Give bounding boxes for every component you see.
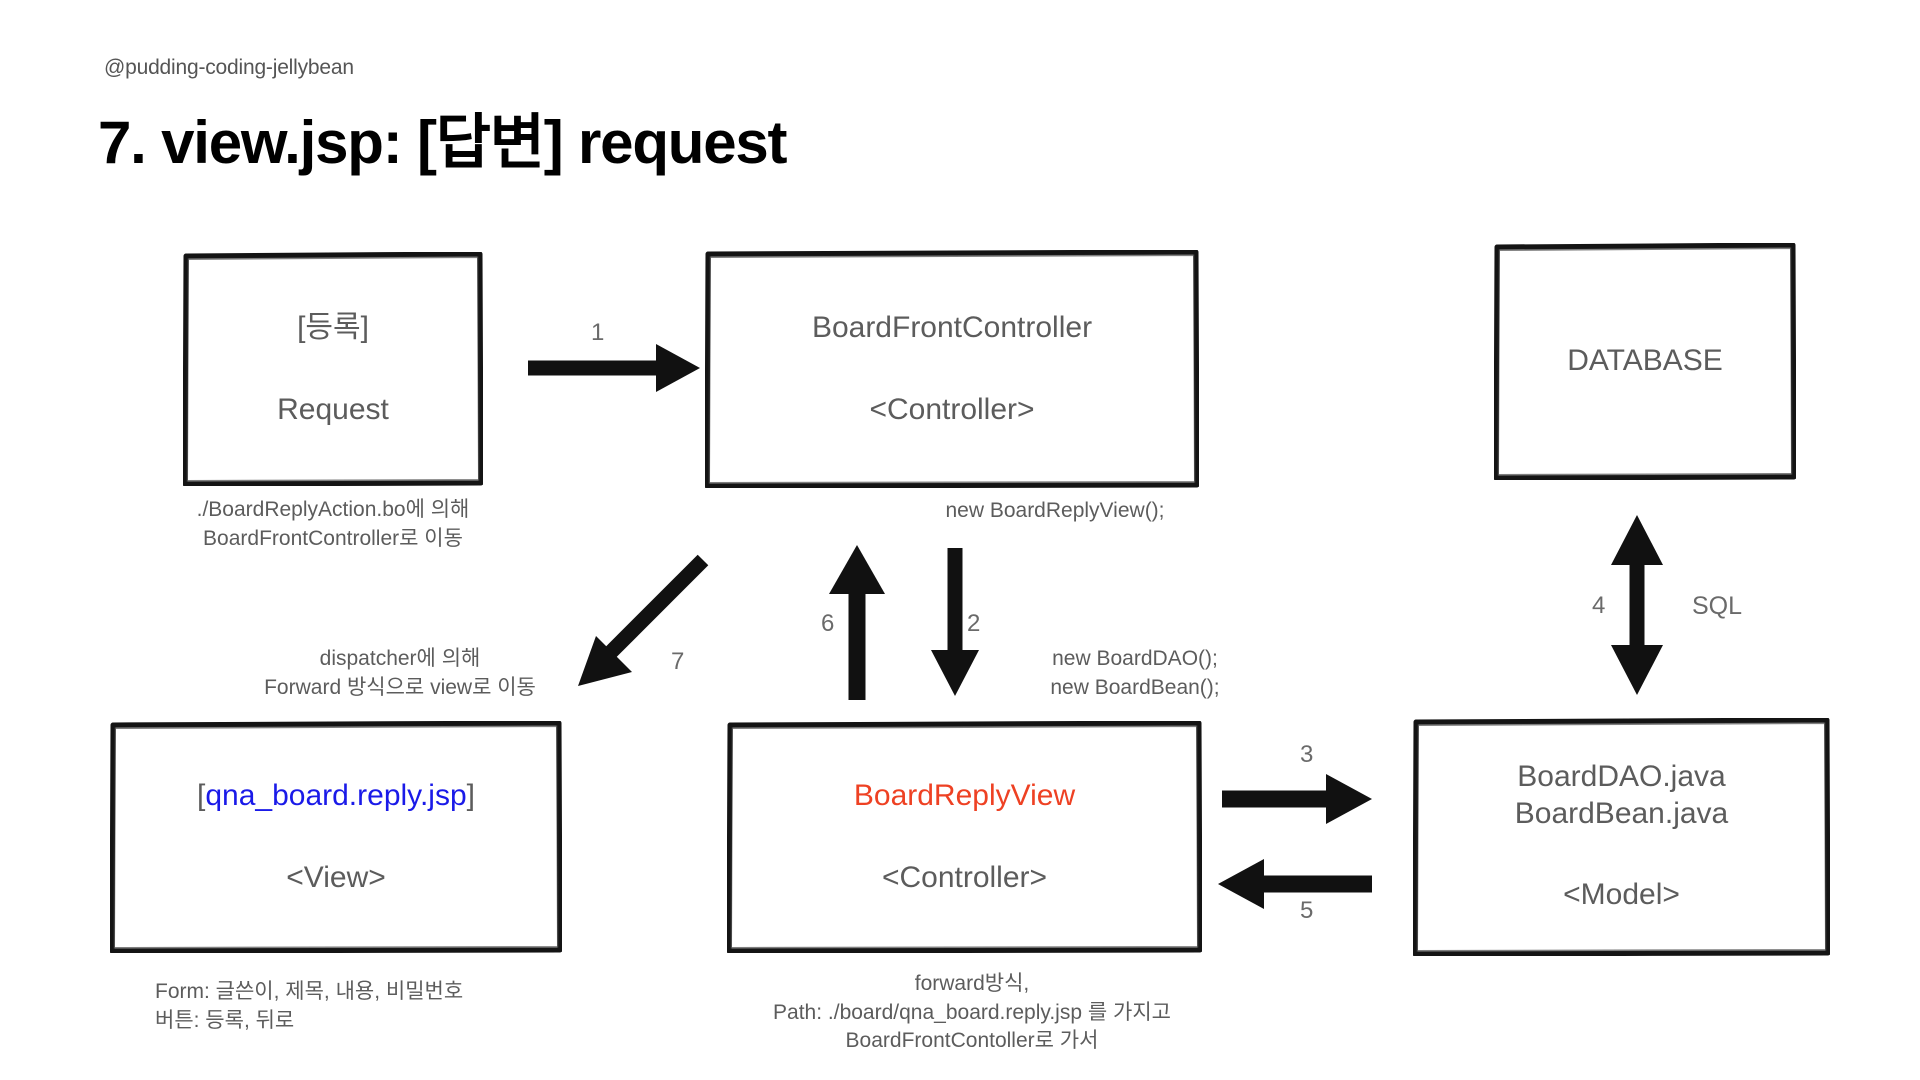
box-database[interactable]: DATABASE (1494, 243, 1796, 480)
box-front-controller-line1: BoardFrontController (811, 310, 1093, 344)
caption-new-reply-view: new BoardReplyView(); (945, 499, 1165, 522)
caption-forward-note: forward방식, Path: ./board/qna_board.reply… (773, 972, 1171, 1053)
box-request-text: [등록] Request (183, 309, 483, 430)
arrow-label-1: 1 (591, 319, 605, 346)
box-view-text: [qna_board.reply.jsp] <View> (110, 777, 562, 898)
caption-dispatcher-note: dispatcher에 의해 Forward 방식으로 view로 이동 (264, 647, 536, 699)
box-reply-view-text: BoardReplyView <Controller> (727, 777, 1202, 898)
view-file-name: qna_board.reply.jsp (205, 778, 467, 812)
box-model-line2: BoardBean.java (1514, 796, 1729, 830)
caption-new-dao-bean: new BoardDAO(); new BoardBean(); (1050, 647, 1220, 699)
box-model-text: BoardDAO.java BoardBean.java <Model> (1413, 759, 1830, 915)
box-reply-view[interactable]: BoardReplyView <Controller> (727, 721, 1202, 953)
box-reply-view-line2: <Controller> (881, 861, 1048, 894)
box-view[interactable]: [qna_board.reply.jsp] <View> (110, 721, 562, 953)
arrow-7 (578, 554, 709, 686)
arrow-1 (528, 344, 700, 392)
box-front-controller[interactable]: BoardFrontController <Controller> (705, 250, 1199, 488)
box-front-controller-line2: <Controller> (869, 393, 1035, 426)
box-view-line1: [qna_board.reply.jsp] (110, 777, 562, 815)
caption-form-note: Form: 글쓴이, 제목, 내용, 비밀번호 버튼: 등록, 뒤로 (155, 980, 464, 1032)
arrow-label-2: 2 (967, 610, 981, 637)
box-request-line2: Request (277, 393, 389, 426)
arrow-label-7: 7 (671, 648, 685, 675)
box-model-line1: BoardDAO.java (1517, 760, 1726, 794)
bracket-close: ] (466, 778, 475, 812)
arrow-label-sql: SQL (1692, 592, 1743, 620)
arrow-label-3: 3 (1300, 741, 1314, 768)
arrow-label-5: 5 (1300, 897, 1314, 924)
arrow-2 (931, 548, 979, 696)
caption-request-note: ./BoardReplyAction.bo에 의해 BoardFrontCont… (196, 498, 470, 550)
box-reply-view-line1: BoardReplyView (853, 778, 1076, 812)
author-handle: @pudding-coding-jellybean (104, 56, 354, 79)
box-front-controller-text: BoardFrontController <Controller> (705, 309, 1199, 430)
box-model-line3: <Model> (1563, 878, 1680, 912)
box-database-line1: DATABASE (1567, 344, 1723, 378)
box-request-line1: [등록] (297, 310, 369, 344)
arrow-6 (829, 545, 885, 700)
box-database-text: DATABASE (1494, 342, 1796, 380)
arrow-5 (1218, 859, 1372, 909)
arrow-3 (1222, 774, 1372, 824)
arrow-label-4: 4 (1592, 592, 1606, 619)
box-request[interactable]: [등록] Request (183, 252, 483, 486)
arrow-4 (1611, 515, 1663, 695)
box-view-line2: <View> (286, 861, 386, 894)
page-title: 7. view.jsp: [답변] request (98, 109, 788, 176)
box-model[interactable]: BoardDAO.java BoardBean.java <Model> (1413, 718, 1830, 956)
arrow-label-6: 6 (821, 610, 835, 637)
